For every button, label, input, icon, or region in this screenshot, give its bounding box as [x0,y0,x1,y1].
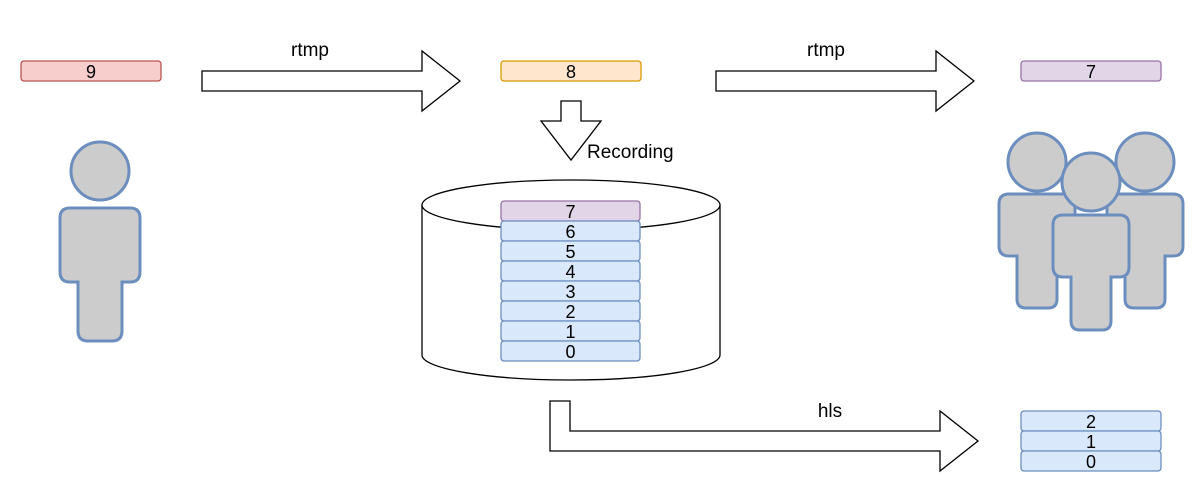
storage-frame-label: 6 [565,222,575,242]
storage-frame-3: 3 [500,280,641,302]
hls-arrow-shape [549,400,980,473]
viewers-frame-label: 7 [1086,62,1096,82]
relay-arrow-label: rtmp [807,40,845,61]
hls-frame-label: 1 [1086,432,1096,452]
storage-frame-box [500,340,641,362]
viewer-center-icon [1051,151,1131,332]
ingest-arrow-label: rtmp [291,40,329,61]
viewers-frame-box [1020,60,1162,82]
publisher-person-icon [58,140,142,343]
storage-frame-label: 7 [565,202,575,222]
ingest-arrow: rtmp [201,40,462,113]
viewers-group-icon [997,131,1185,332]
hls-frame-label: 0 [1086,452,1096,472]
hls-frame-2: 2 [1020,410,1162,432]
hls-frame-stack: 210 [1020,410,1162,472]
recording-arrow-label: Recording [587,142,674,163]
publisher-body [58,206,142,343]
hls-frame-box [1020,450,1162,472]
server-frame-box [500,60,642,82]
storage-frame-4: 4 [500,260,641,282]
ingest-arrow-shape [201,49,462,113]
storage-frame-2: 2 [500,300,641,322]
publisher-frame-label: 9 [86,62,96,82]
storage-frame-label: 4 [565,262,575,282]
publisher-frame: 9 [20,60,162,82]
storage-frame-5: 5 [500,240,641,262]
hls-frame-label: 2 [1086,412,1096,432]
publisher-frame-box [20,60,162,82]
hls-arrow-label: hls [818,401,842,422]
storage-frame-label: 2 [565,302,575,322]
relay-arrow: rtmp [715,40,976,113]
relay-arrow-shape [715,49,976,113]
viewers-frame: 7 [1020,60,1162,82]
storage-frame-label: 5 [565,242,575,262]
storage-frame-label: 0 [565,342,575,362]
storage-frame-1: 1 [500,320,641,342]
server-frame-label: 8 [566,62,576,82]
hls-frame-1: 1 [1020,430,1162,452]
hls-frame-0: 0 [1020,450,1162,472]
hls-arrow: hls [549,400,980,473]
storage-frame-6: 6 [500,220,641,242]
storage-frame-7: 7 [500,200,641,222]
storage-frame-label: 3 [565,282,575,302]
storage-frame-0: 0 [500,340,641,362]
recording-arrow: Recording [539,100,674,163]
publisher-head [69,140,131,202]
recording-arrow-shape [539,100,603,162]
server-frame: 8 [500,60,642,82]
storage-frame-label: 1 [565,322,575,342]
